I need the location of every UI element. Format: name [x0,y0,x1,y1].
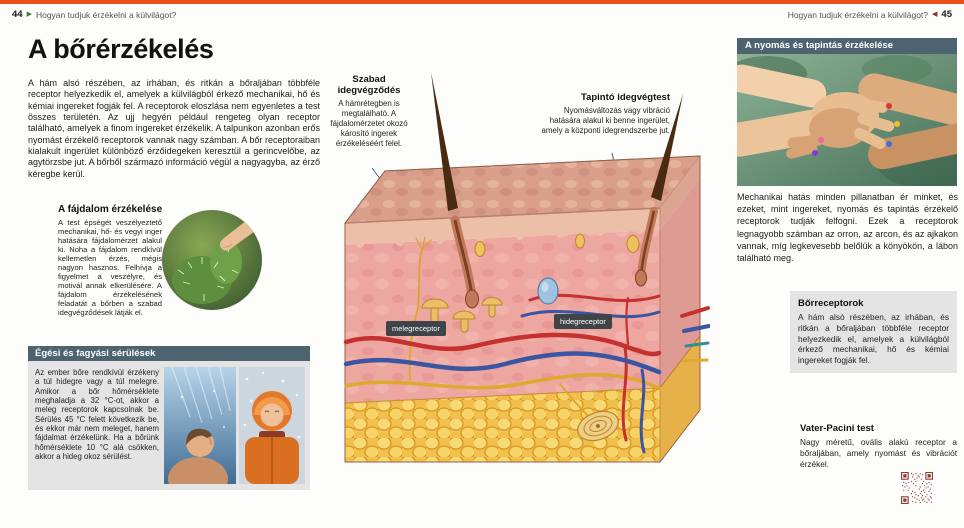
warm-receptor-label: melegreceptor [386,321,446,336]
chapter-title-right: Hogyan tudjuk érzékelni a külvilágot? [787,9,929,20]
shower-illustration [164,367,236,484]
touch-corpuscle-body: Nyomásváltozás vagy vibráció hatására al… [541,106,670,136]
qr-code [901,472,933,504]
qr-code-graphic [901,472,933,504]
skin-receptors-title: Bőrreceptorok [798,298,864,309]
skin-cross-section-illustration [330,58,711,490]
vater-pacini-note: Vater-Pacini test Nagy méretű, ovális al… [800,423,957,469]
triangle-marker-icon: ▶ [26,11,32,18]
vater-pacini-title: Vater-Pacini test [800,423,874,434]
pain-section: A fájdalom érzékelése A test épségét ves… [58,204,308,317]
triangle-marker-icon: ◀ [932,11,938,18]
burns-section-body: Az ember bőre rendkívül érzékeny a túl h… [35,368,159,462]
skin-receptors-body: A hám alsó részében, az irhában, és ritk… [798,312,949,366]
hands-photo [737,54,957,186]
running-header-left: 44 ▶ Hogyan tudjuk érzékelni a külvilágo… [12,9,176,20]
touch-corpuscle-title: Tapintó idegvégtest [580,92,670,103]
running-header: 44 ▶ Hogyan tudjuk érzékelni a külvilágo… [12,9,952,20]
vater-pacini-body: Nagy méretű, ovális alakú receptor a bőr… [800,437,957,469]
pressure-section-title-bar: A nyomás és tapintás érzékelése [737,38,957,54]
free-nerve-body: A hámrétegben is megtalálható. A fájdalo… [330,99,408,149]
intro-paragraph: A hám alsó részében, az irhában, és ritk… [28,78,320,179]
chapter-title-left: Hogyan tudjuk érzékelni a külvilágot? [35,9,177,20]
free-nerve-title: Szabad idegvégződés [337,74,401,96]
running-header-right: Hogyan tudjuk érzékelni a külvilágot? ◀ … [788,9,952,20]
hands-illustration [737,54,957,186]
pain-section-body: A test épségét veszélyeztető mechanikai,… [58,218,162,317]
pressure-section-body: Mechanikai hatás minden pillanatban ér m… [737,192,958,264]
accent-top-rule [0,0,964,4]
cold-receptor-label: hidegreceptor [554,314,612,329]
shower-photo [164,367,236,484]
page-title: A bőrérzékelés [28,34,214,64]
winter-photo [239,367,305,484]
skin-diagram [343,72,711,463]
page-number-right: 45 [941,9,952,20]
burns-section-title-bar: Égési és fagyási sérülések [28,346,310,361]
touch-corpuscle-callout: Tapintó idegvégtest Nyomásváltozás vagy … [532,92,670,136]
pain-section-title: A fájdalom érzékelése [58,204,163,215]
cactus-illustration [162,210,262,310]
page-number-left: 44 [12,9,23,20]
skin-receptors-box: Bőrreceptorok A hám alsó részében, az ir… [790,291,957,373]
winter-illustration [239,367,305,484]
cactus-photo [162,210,262,310]
burns-section-box: Az ember bőre rendkívül érzékeny a túl h… [28,361,310,490]
free-nerve-callout: Szabad idegvégződés A hámrétegben is meg… [320,74,418,150]
